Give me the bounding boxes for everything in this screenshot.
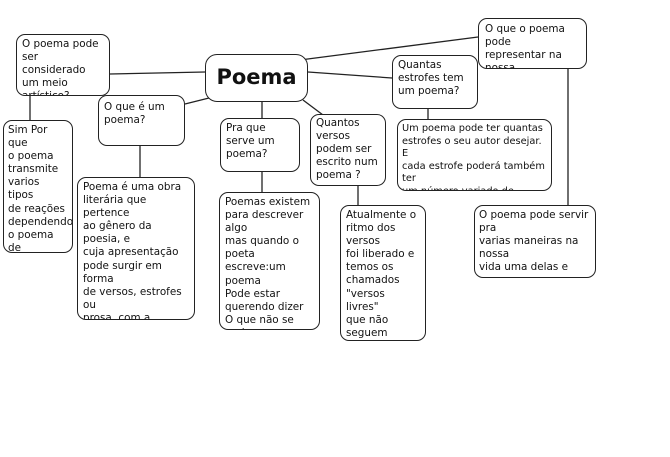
question-stanzas: Quantas estrofes tem um poema? — [392, 55, 478, 109]
answer-verses: Atualmente o ritmo dos versos foi libera… — [340, 205, 426, 341]
answer-what-is-poem: Poema é uma obra literária que pertence … — [77, 177, 195, 320]
connector-poema-verses — [302, 99, 324, 116]
connector-poema-represent — [299, 36, 479, 61]
question-verses: Quantos versos podem ser escrito num poe… — [310, 114, 386, 186]
answer-artistic: Sim Por que o poema transmite varios tip… — [3, 120, 73, 253]
question-purpose: Pra que serve um poema? — [220, 118, 300, 172]
connector-poema-artistic — [109, 71, 206, 75]
answer-stanzas: Um poema pode ter quantas estrofes o seu… — [397, 119, 552, 191]
answer-purpose: Poemas existem para descrever algo mas q… — [219, 192, 320, 330]
answer-represent: O poema pode servir pra varias maneiras … — [474, 205, 596, 278]
question-represent: O que o poema pode representar na nossa … — [478, 18, 587, 69]
connector-poema-stanzas — [307, 71, 393, 79]
question-what-is-poem: O que é um poema? — [98, 95, 185, 146]
central-topic-poema: Poema — [205, 54, 308, 102]
question-artistic: O poema pode ser considerado um meio art… — [16, 34, 110, 96]
